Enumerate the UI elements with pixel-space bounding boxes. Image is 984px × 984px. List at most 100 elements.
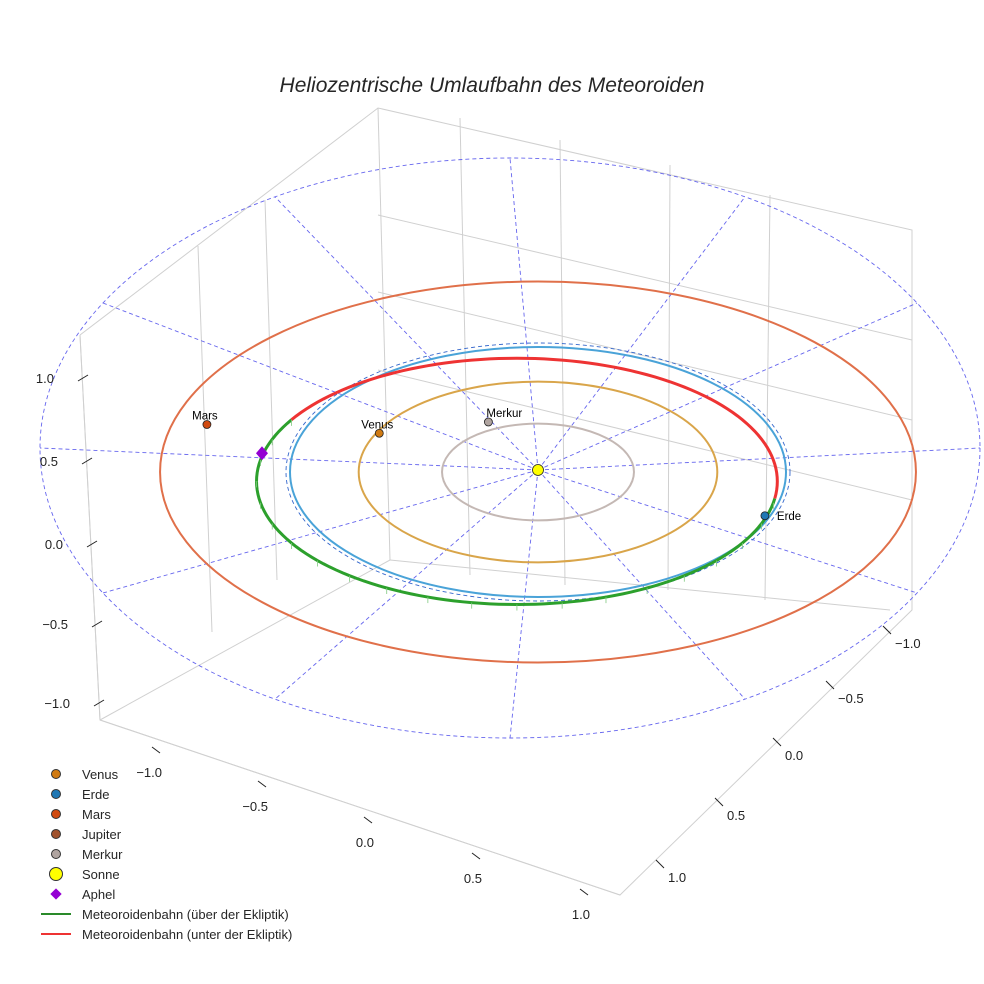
z-tick-label: 0.5 [40, 454, 58, 469]
x-tick-mark [363, 816, 373, 824]
ecliptic-spoke [537, 302, 918, 471]
ecliptic-spoke [274, 469, 539, 700]
y-tick-label: 0.5 [727, 808, 745, 823]
meteoroid-orbit-below [290, 356, 779, 499]
meteoroid-orbit-above [255, 481, 777, 607]
legend-label: Mars [82, 806, 111, 822]
y-tick-label: 1.0 [668, 870, 686, 885]
legend-marker-line [38, 933, 74, 935]
legend-item: Merkur [38, 844, 292, 864]
legend-marker-diamond [38, 888, 74, 900]
legend-label: Erde [82, 786, 110, 802]
y-tick-mark [655, 859, 665, 869]
x-tick-mark [257, 780, 267, 788]
grid-line [764, 194, 771, 601]
ecliptic-circle [39, 157, 981, 739]
grid-line [377, 214, 913, 341]
legend-item: Meteoroidenbahn (über der Ekliptik) [38, 904, 292, 924]
planet-label-mars: Mars [192, 411, 218, 423]
legend-marker-dot [38, 789, 74, 799]
axis-ticks: 1.0 0.5 0.0 −0.5 −1.0 −1.0 −0.5 0.0 0.5 1.0 −1.0 −0… [36, 371, 921, 922]
grid-line [667, 164, 671, 591]
legend-item: Jupiter [38, 824, 292, 844]
sun-marker [532, 464, 544, 476]
planet-label-venus: Venus [361, 419, 393, 431]
x-tick-label: 1.0 [572, 907, 590, 922]
x-tick-mark [471, 852, 481, 860]
x-tick-label: −1.0 [136, 765, 162, 780]
orbit-erde-projection [285, 342, 791, 602]
grid-line [459, 117, 471, 576]
y-tick-mark [882, 625, 892, 635]
legend-item: Venus [38, 764, 292, 784]
meteoroid-orbit-above [255, 418, 293, 482]
ecliptic-spoke [274, 196, 539, 471]
grid-line [99, 559, 391, 721]
z-tick-mark [81, 457, 93, 465]
legend-item: Sonne [38, 864, 292, 884]
planet-orbits [159, 280, 917, 664]
z-tick-label: 1.0 [36, 371, 54, 386]
ecliptic-spoke [102, 302, 539, 471]
ecliptic-spoke [509, 157, 539, 471]
legend-label: Jupiter [82, 826, 122, 842]
grid-line [264, 199, 278, 581]
planet-mars [202, 420, 212, 429]
planet-erde [760, 511, 770, 521]
legend-item: Aphel [38, 884, 292, 904]
z-tick-label: −1.0 [44, 696, 70, 711]
y-tick-mark [714, 797, 724, 807]
z-tick-label: −0.5 [42, 617, 68, 632]
y-tick-label: 0.0 [785, 748, 803, 763]
orbit-venus [357, 380, 719, 564]
legend-marker-line [38, 913, 74, 915]
legend-label: Meteoroidenbahn (unter der Ekliptik) [82, 926, 293, 942]
ecliptic-spoke [537, 469, 746, 700]
legend-item: Mars [38, 804, 292, 824]
legend-label: Merkur [82, 846, 123, 862]
grid-line [197, 245, 213, 633]
legend-label: Meteoroidenbahn (über der Ekliptik) [82, 906, 289, 922]
grid-line [377, 369, 913, 501]
legend-marker-dot [38, 849, 74, 859]
grid-line [377, 291, 913, 421]
meteoroid-orbit [255, 356, 779, 611]
y-tick-mark [825, 680, 835, 690]
legend-item: Meteoroidenbahn (unter der Ekliptik) [38, 924, 292, 944]
ecliptic-spoke [537, 469, 918, 594]
orbit-merkur [441, 422, 635, 522]
z-tick-mark [91, 620, 103, 628]
x-tick-label: 0.0 [356, 835, 374, 850]
y-tick-label: −0.5 [838, 691, 864, 706]
ecliptic-spoke [39, 447, 539, 471]
grid-line [79, 334, 101, 721]
x-tick-label: 0.5 [464, 871, 482, 886]
legend-item: Erde [38, 784, 292, 804]
y-tick-mark [772, 737, 782, 747]
legend-marker-dot [38, 809, 74, 819]
grid-line [559, 139, 566, 586]
z-tick-mark [86, 540, 98, 548]
z-tick-label: 0.0 [45, 537, 63, 552]
x-tick-label: −0.5 [242, 799, 268, 814]
x-tick-mark [579, 888, 589, 896]
x-tick-mark [151, 746, 161, 754]
legend-marker-sun [38, 867, 74, 881]
z-tick-mark [77, 374, 89, 382]
planet-venus [374, 428, 384, 438]
orbit-erde [289, 346, 787, 598]
grid-line [99, 719, 621, 896]
orbit-mars [159, 280, 917, 664]
ecliptic-plane [39, 157, 981, 739]
planet-label-merkur: Merkur [486, 408, 522, 420]
y-tick-label: −1.0 [895, 636, 921, 651]
legend-marker-dot [38, 829, 74, 839]
z-tick-mark [93, 699, 105, 707]
legend-marker-dot [38, 769, 74, 779]
planet-merkur [483, 417, 493, 427]
legend-label: Aphel [82, 886, 116, 902]
legend-label: Venus [82, 766, 119, 782]
